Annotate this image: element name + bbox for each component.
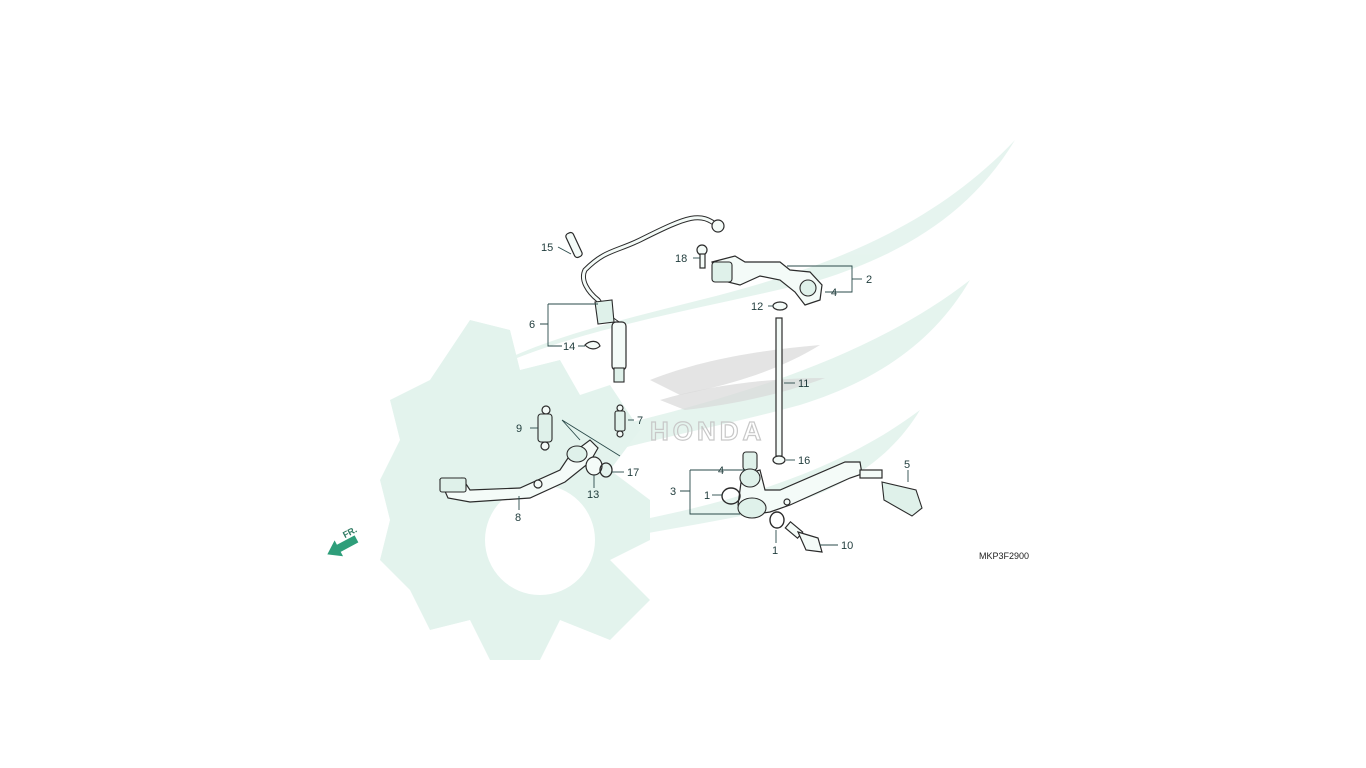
arrow-left-icon bbox=[327, 535, 359, 557]
bolt bbox=[696, 244, 708, 269]
step-bracket bbox=[711, 255, 823, 306]
callout-18: 18 bbox=[675, 253, 687, 265]
callout-14: 14 bbox=[563, 341, 575, 353]
spring bbox=[614, 404, 626, 438]
clip bbox=[584, 340, 601, 350]
pivot-bolt bbox=[784, 520, 823, 553]
callout-6: 6 bbox=[529, 319, 535, 331]
dust-seal bbox=[721, 487, 741, 505]
callout-12: 12 bbox=[751, 301, 763, 313]
gearshift-arm bbox=[737, 451, 863, 519]
callout-2: 2 bbox=[866, 274, 872, 286]
callout-13: 13 bbox=[587, 489, 599, 501]
callout-1-bottom: 1 bbox=[772, 545, 778, 557]
drawing-code: MKP3F2900 bbox=[979, 551, 1029, 561]
nut bbox=[772, 301, 788, 311]
direction-label: FR. bbox=[341, 524, 358, 540]
callout-5: 5 bbox=[904, 459, 910, 471]
callout-4-lower: 4 bbox=[718, 465, 724, 477]
callout-8: 8 bbox=[515, 512, 521, 524]
o-ring bbox=[599, 462, 613, 478]
callout-10: 10 bbox=[841, 540, 853, 552]
brake-pedal bbox=[439, 439, 599, 503]
callout-9: 9 bbox=[516, 423, 522, 435]
nut bbox=[772, 455, 786, 465]
callout-15: 15 bbox=[541, 242, 553, 254]
callout-11: 11 bbox=[798, 378, 809, 390]
brake-rod bbox=[581, 215, 725, 383]
washer bbox=[585, 456, 603, 476]
callout-4-upper: 4 bbox=[831, 287, 837, 299]
dust-seal bbox=[769, 511, 785, 529]
callout-17: 17 bbox=[627, 467, 639, 479]
leader-lines bbox=[518, 246, 909, 546]
stud bbox=[775, 317, 783, 457]
callout-1-left: 1 bbox=[704, 490, 710, 502]
watermark-text: HONDA bbox=[650, 416, 765, 446]
pin bbox=[565, 231, 583, 259]
front-direction-marker: FR. bbox=[327, 524, 359, 557]
footpeg-rubber bbox=[859, 469, 923, 517]
callout-7: 7 bbox=[637, 415, 643, 427]
callout-3: 3 bbox=[670, 486, 676, 498]
callout-16: 16 bbox=[798, 455, 810, 467]
callout-labels: 15 18 2 4 12 6 14 11 7 9 16 4 17 5 3 1 1… bbox=[515, 242, 910, 557]
